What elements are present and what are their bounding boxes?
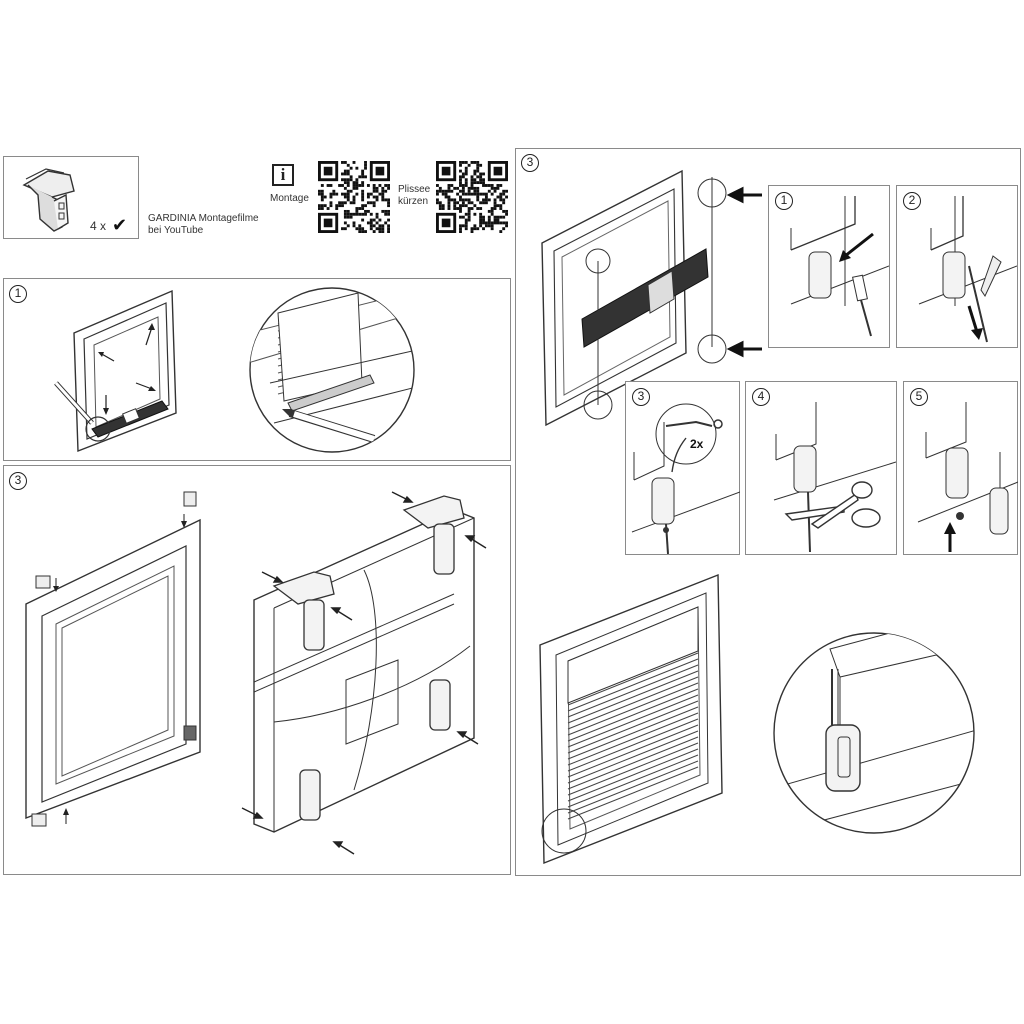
step-number: 3 (521, 154, 539, 172)
installed-blind-illustration (539, 573, 723, 865)
substep-number: 1 (775, 192, 793, 210)
step-number: 1 (9, 285, 27, 303)
window-frame-illustration (25, 491, 201, 827)
window-frame-illustration (54, 289, 177, 453)
clamp-bracket-icon (22, 168, 75, 232)
substep-number: 5 (910, 388, 928, 406)
clamp-bracket-icon (183, 725, 197, 741)
clamp-bracket-icon (35, 575, 59, 592)
arrow-icon (967, 305, 979, 333)
bracket-count-box: 4 x ✔ (3, 156, 139, 239)
substep-number: 2 (903, 192, 921, 210)
checkmark-icon: ✔ (112, 215, 128, 235)
measure-panel: 1 (3, 278, 511, 461)
substep-panel: 4 (745, 381, 897, 555)
video-title: GARDINIA Montagefilme (148, 213, 259, 224)
substep-panel: 5 (903, 381, 1018, 555)
count-label: 4 x (90, 219, 107, 233)
arrow-icon (726, 186, 762, 358)
window-with-cords-illustration (541, 169, 762, 427)
step-number: 3 (9, 472, 27, 490)
arrow-icon (844, 232, 874, 258)
loop-label: 2x (690, 437, 704, 451)
mounting-panel: 3 (3, 465, 511, 875)
clamp-bracket-icon (31, 808, 69, 827)
substep-panel: 3 2x (625, 381, 740, 555)
substep-panel: 1 (768, 185, 890, 348)
measure-detail-magnifier (249, 287, 415, 453)
clamp-bracket-icon (181, 491, 197, 528)
kuerzen-label: kürzen (398, 196, 429, 207)
scissors-icon (784, 481, 881, 529)
plissee-label: Plissee (398, 184, 431, 195)
qr-code-icon[interactable] (318, 161, 390, 233)
substep-number: 3 (632, 388, 650, 406)
pleated-pack-with-brackets (241, 491, 487, 855)
substep-number: 4 (752, 388, 770, 406)
cord-panel: 3 1 2 (515, 148, 1021, 876)
qr-code-icon[interactable] (436, 161, 508, 233)
bracket-detail-magnifier (773, 632, 975, 834)
info-icon: i (272, 164, 294, 186)
substep-panel: 2 (896, 185, 1018, 348)
montage-label: Montage (270, 193, 309, 204)
video-source: bei YouTube (148, 225, 204, 236)
